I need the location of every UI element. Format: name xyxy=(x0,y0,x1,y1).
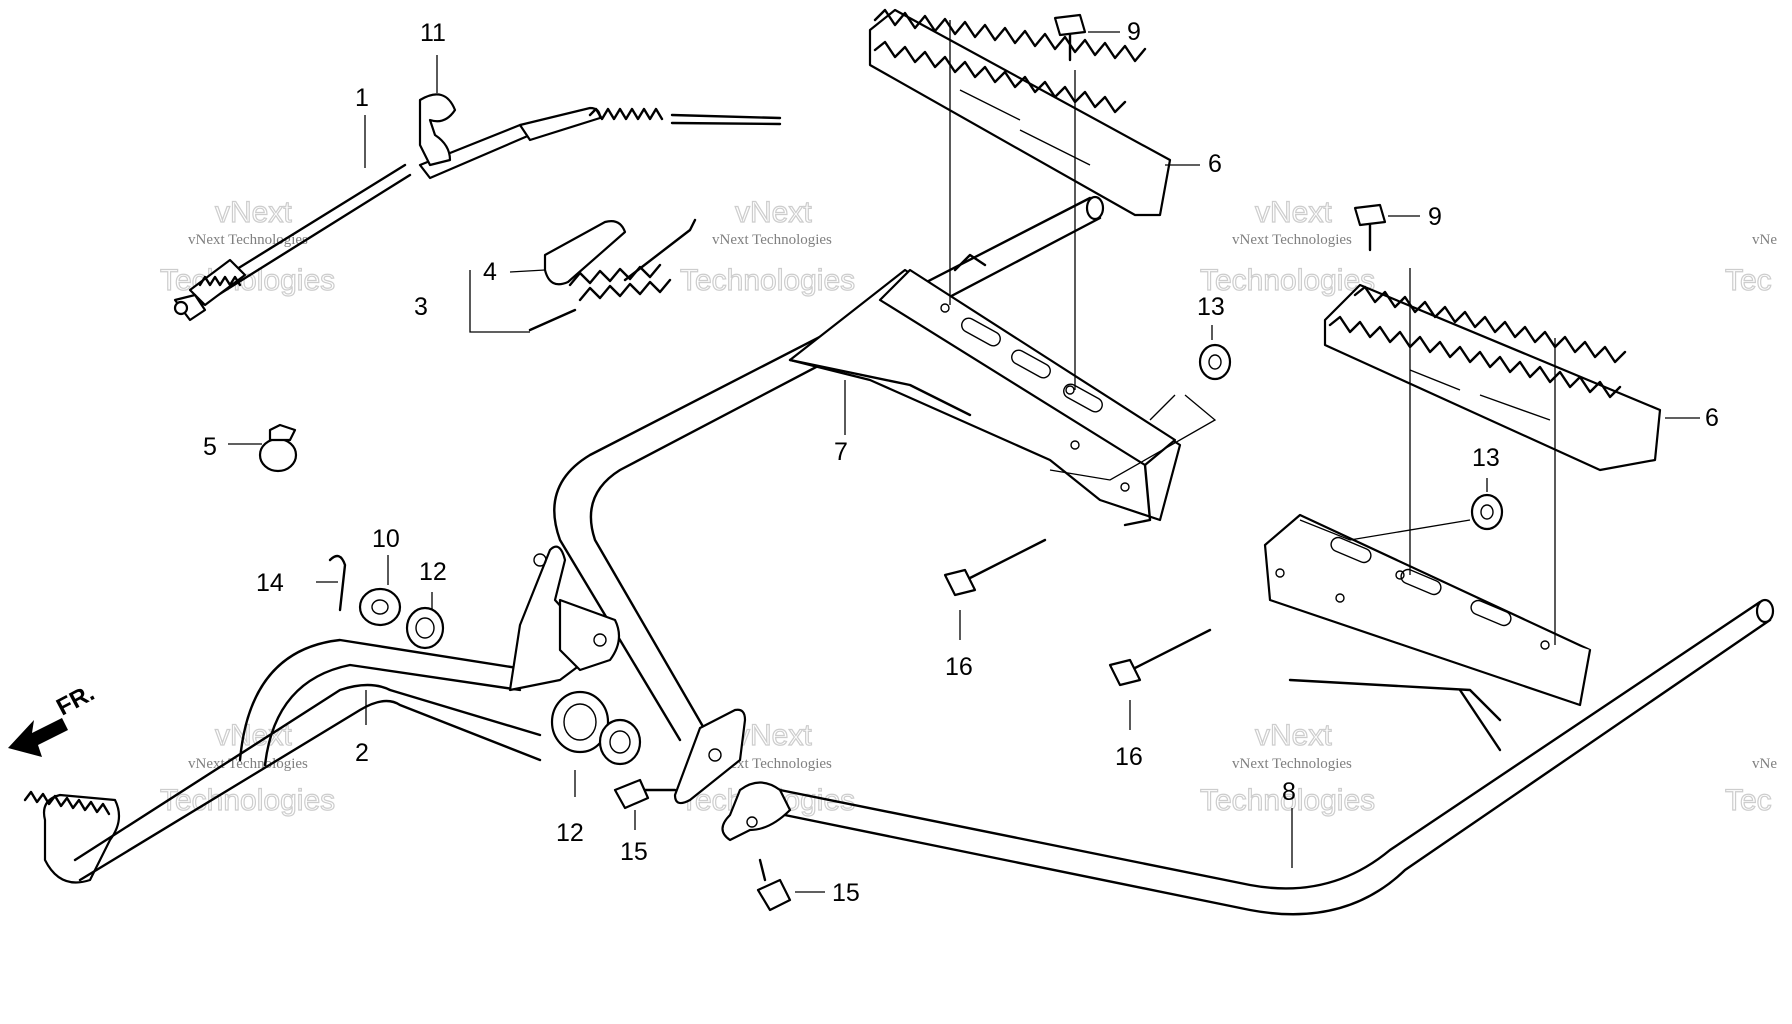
step-plate-right-part xyxy=(1323,283,1662,472)
callout-14: 14 xyxy=(256,569,284,597)
watermark-2: vNext Technologies vNext Technologies xyxy=(679,195,855,297)
watermark-6: vNext Technologies vNext Technologies xyxy=(1199,718,1375,817)
right-step-bracket-part xyxy=(1263,513,1592,707)
left-step-bracket-part xyxy=(788,253,1182,527)
callout-6-right: 6 xyxy=(1705,404,1719,432)
callout-15-upper: 15 xyxy=(620,838,648,866)
washer-part xyxy=(358,587,402,627)
svg-text:vNext: vNext xyxy=(735,196,812,229)
spring-sleeve-part xyxy=(528,218,697,332)
svg-text:vNext: vNext xyxy=(215,719,292,752)
bushing-lower-part xyxy=(598,718,642,766)
brake-pedal-part xyxy=(23,545,621,884)
svg-text:vNext: vNext xyxy=(735,719,812,752)
nut-13-left-part xyxy=(1198,343,1232,381)
cable-clip-part xyxy=(418,93,457,167)
bolt-9-right-part xyxy=(1353,203,1387,252)
front-label: FR. xyxy=(52,679,99,721)
step-plate-left-part xyxy=(868,8,1172,217)
callout-8: 8 xyxy=(1282,778,1296,806)
brake-cable-part xyxy=(173,106,782,322)
front-direction-arrow: FR. xyxy=(8,679,99,757)
watermark-edge-top: vNe Tec xyxy=(1724,232,1777,298)
watermark-4: vNext Technologies vNext Technologies xyxy=(159,718,335,817)
callout-13-right: 13 xyxy=(1472,444,1500,472)
callout-12-upper: 12 xyxy=(419,558,447,586)
bolt-16-left-part xyxy=(943,538,1047,597)
svg-text:vNext Technologies: vNext Technologies xyxy=(1232,232,1352,248)
callout-12-lower: 12 xyxy=(556,819,584,847)
watermark-group: vNext Technologies vNext Technologies vN… xyxy=(159,195,1777,818)
svg-text:vNext Technologies: vNext Technologies xyxy=(1232,756,1352,772)
callout-5: 5 xyxy=(203,433,217,461)
callout-11: 11 xyxy=(420,19,446,47)
callout-9-left: 9 xyxy=(1127,18,1141,46)
leader-lines xyxy=(228,20,1700,893)
svg-text:Tec: Tec xyxy=(1725,784,1772,817)
callout-6-left: 6 xyxy=(1208,150,1222,178)
svg-text:Technologies: Technologies xyxy=(1200,784,1375,817)
callout-4: 4 xyxy=(483,258,497,286)
bolt-9-left-part xyxy=(1053,13,1087,62)
svg-text:Technologies: Technologies xyxy=(160,784,335,817)
svg-text:Technologies: Technologies xyxy=(680,264,855,297)
callout-1: 1 xyxy=(355,84,369,112)
svg-text:Technologies: Technologies xyxy=(160,264,335,297)
callout-2: 2 xyxy=(355,739,369,767)
watermark-1: vNext Technologies vNext Technologies xyxy=(159,195,335,297)
svg-text:vNe: vNe xyxy=(1752,232,1777,248)
svg-text:vNext Technologies: vNext Technologies xyxy=(188,232,308,248)
frame-tube-end xyxy=(1085,195,1105,221)
svg-text:vNext Technologies: vNext Technologies xyxy=(712,756,832,772)
watermark-edge-bottom: vNe Tec xyxy=(1724,756,1777,818)
cotter-pin-part xyxy=(328,554,347,612)
nut-13-right-part xyxy=(1470,493,1504,531)
svg-text:Technologies: Technologies xyxy=(1200,264,1375,297)
callout-numbers: 1 2 3 4 5 6 6 7 8 9 9 10 11 12 12 13 13 … xyxy=(203,18,1719,907)
callout-15-lower: 15 xyxy=(832,879,860,907)
callout-10: 10 xyxy=(372,525,400,553)
svg-text:Tec: Tec xyxy=(1725,264,1772,297)
watermark-3: vNext Technologies vNext Technologies xyxy=(1199,195,1375,297)
bolt-15-upper-part xyxy=(613,778,677,810)
bushing-upper-part xyxy=(405,606,445,650)
arrow-icon xyxy=(8,718,68,757)
callout-3: 3 xyxy=(414,293,428,321)
svg-text:vNext Technologies: vNext Technologies xyxy=(188,756,308,772)
callout-16-right: 16 xyxy=(1115,743,1143,771)
svg-text:vNext: vNext xyxy=(215,196,292,229)
bolt-16-right-part xyxy=(1108,628,1212,687)
callout-16-left: 16 xyxy=(945,653,973,681)
svg-text:vNext: vNext xyxy=(1255,719,1332,752)
svg-text:vNext: vNext xyxy=(1255,196,1332,229)
main-frame-part xyxy=(553,195,1775,916)
svg-text:vNe: vNe xyxy=(1752,756,1777,772)
grommet-part xyxy=(258,423,298,473)
frame-tube-end xyxy=(1755,598,1775,624)
callout-9-right: 9 xyxy=(1428,203,1442,231)
callout-7: 7 xyxy=(834,438,848,466)
svg-text:vNext Technologies: vNext Technologies xyxy=(712,232,832,248)
bolt-15-lower-part xyxy=(756,858,792,912)
callout-13-left: 13 xyxy=(1197,293,1225,321)
